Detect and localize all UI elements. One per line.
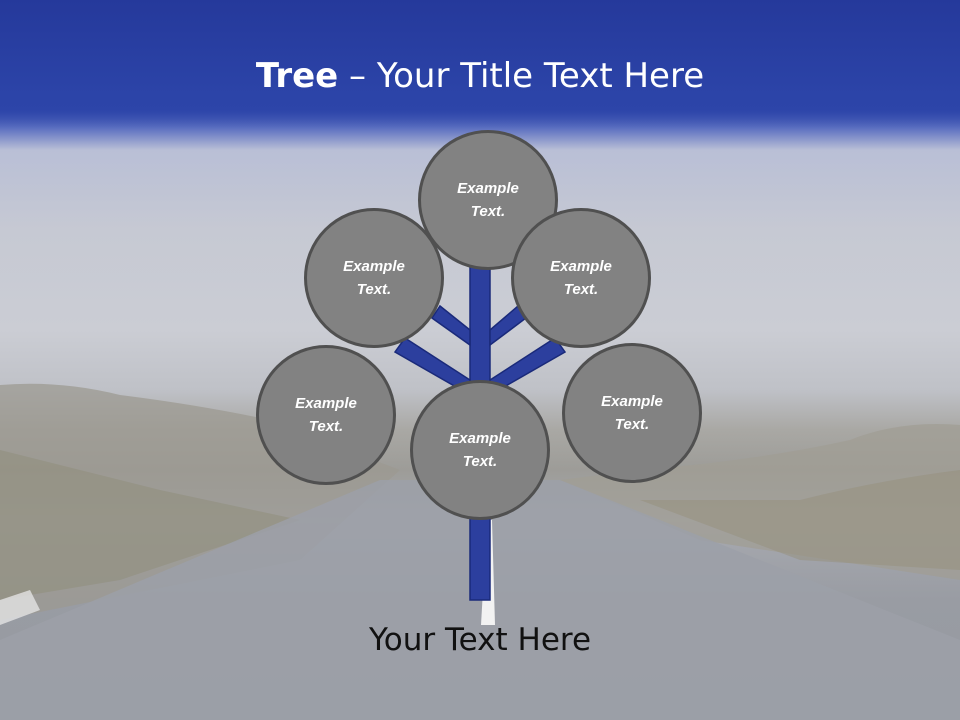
node-line: Text. <box>356 281 392 298</box>
node-line: Example <box>550 258 612 275</box>
node-line: Text. <box>470 203 506 220</box>
title-bold: Tree <box>255 56 339 96</box>
node-line: Text. <box>308 418 344 435</box>
node-line: Example <box>601 393 663 410</box>
node-line: Example <box>295 395 357 412</box>
node-line: Example <box>449 430 511 447</box>
caption-text[interactable]: Your Text Here <box>368 622 592 658</box>
node-line: Example <box>343 258 405 275</box>
page-title: Tree – Your Title Text Here <box>0 54 960 98</box>
node-line: Text. <box>614 416 650 433</box>
title-separator: – <box>338 56 377 96</box>
node-line: Text. <box>462 453 498 470</box>
title-banner <box>0 0 960 128</box>
right-grass <box>640 470 960 570</box>
title-text: Your Title Text Here <box>376 56 705 96</box>
left-grass <box>0 450 300 600</box>
node-line: Text. <box>563 281 599 298</box>
branch-upper-left <box>430 304 471 347</box>
road-marking-left <box>0 590 40 625</box>
node-line: Example <box>457 180 519 197</box>
